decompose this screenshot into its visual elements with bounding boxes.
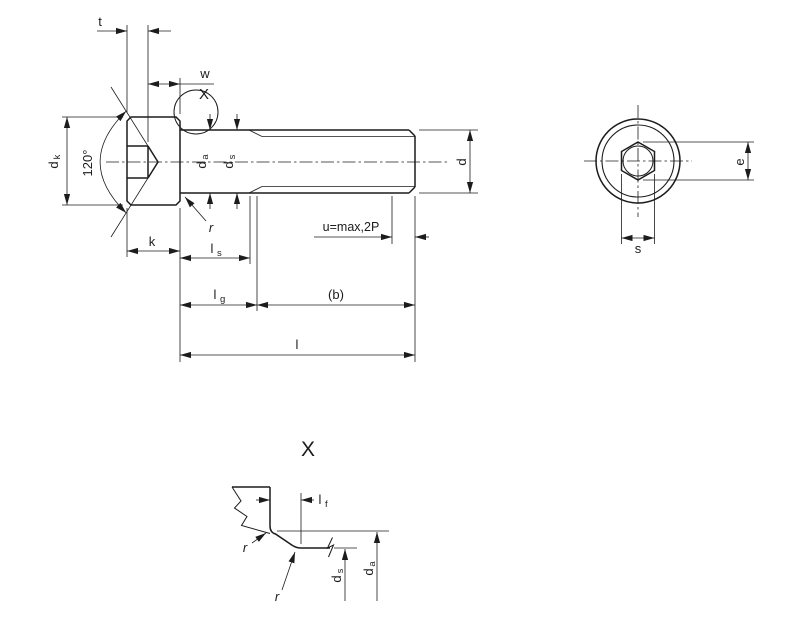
thread-runout-lines [248,129,263,194]
dim-label-l: l [296,337,299,352]
svg-text:d: d [361,568,376,575]
dim-label-t: t [98,14,102,29]
main-view: X [99,86,448,238]
socket-cone-circle [622,145,654,177]
svg-text:e: e [732,158,747,165]
dim-label-ls-sub: s [217,248,222,259]
dim-label-lf: l [319,492,322,507]
dim-label-dk: d k [46,154,63,168]
leader-line-r1 [251,532,267,544]
head-outer-circle [595,118,681,204]
detail-break-line-left [231,486,271,534]
dim-label-r2: r [275,589,280,604]
detail-break-line-right [326,537,335,558]
detail-indicator-circle [173,89,219,135]
angle-arc-arrow-top [116,111,127,122]
angle-arc [99,110,127,214]
dim-label-s: s [635,241,642,256]
dim-label-angle: 120° [80,150,95,177]
hex-socket-outline [620,141,656,181]
dim-label-d: d [454,158,469,165]
svg-text:s: s [227,154,238,159]
thread-minor-lines [262,136,415,187]
dim-label-da-detail: d a [361,561,378,576]
detail-fillet-profile [269,525,330,549]
main-view-dimensions: t w d k 120° d a d s r [46,14,478,362]
hex-socket-profile [127,145,159,179]
dim-label-w: w [199,66,210,81]
head-chamfer-circle [601,124,675,198]
dim-label-b: (b) [328,287,344,302]
dim-label-lg-sub: g [220,294,225,305]
svg-text:d: d [221,161,236,168]
dim-label-ds: d s [221,154,238,168]
ext-lines-top [126,25,181,142]
dim-label-k: k [149,234,156,249]
end-view-dimensions: e s [621,141,754,256]
dim-label-lf-sub: f [325,499,328,510]
dim-label-e: e [732,158,747,165]
leader-line-r2 [281,551,296,591]
svg-text:d: d [454,158,469,165]
svg-text:k: k [52,154,63,159]
dim-label-r: r [209,220,214,235]
ext-lines-d [419,129,478,194]
svg-text:d: d [329,575,344,582]
shank-outline [180,129,416,194]
svg-text:a: a [367,561,378,567]
leader-line-r [184,196,207,222]
head-outline [126,116,181,206]
end-view [584,105,692,217]
detail-bearing-face [232,486,271,526]
svg-text:s: s [335,568,346,573]
ext-lines-dk [62,116,123,206]
dim-label-r1: r [243,540,248,555]
svg-text:d: d [194,161,209,168]
svg-text:a: a [200,154,211,160]
dim-label-u: u=max,2P [323,220,380,234]
angle-arc-arrow-bottom [116,202,127,213]
ext-lines-bottom [126,196,416,362]
ext-lines-e [643,141,754,181]
svg-text:120°: 120° [80,150,95,177]
dim-label-lg: l [214,287,217,302]
socket-cone-construction-lines [110,86,159,238]
dim-label-ds-detail: d s [329,568,346,582]
dim-label-ls: l [211,241,214,256]
svg-text:d: d [46,161,61,168]
detail-title: X [301,438,315,461]
ext-lines-s [621,174,655,244]
detail-view-x: X l f r r d s d a [231,438,389,604]
detail-reference-label: X [199,86,209,103]
dim-label-da: d a [194,154,211,169]
